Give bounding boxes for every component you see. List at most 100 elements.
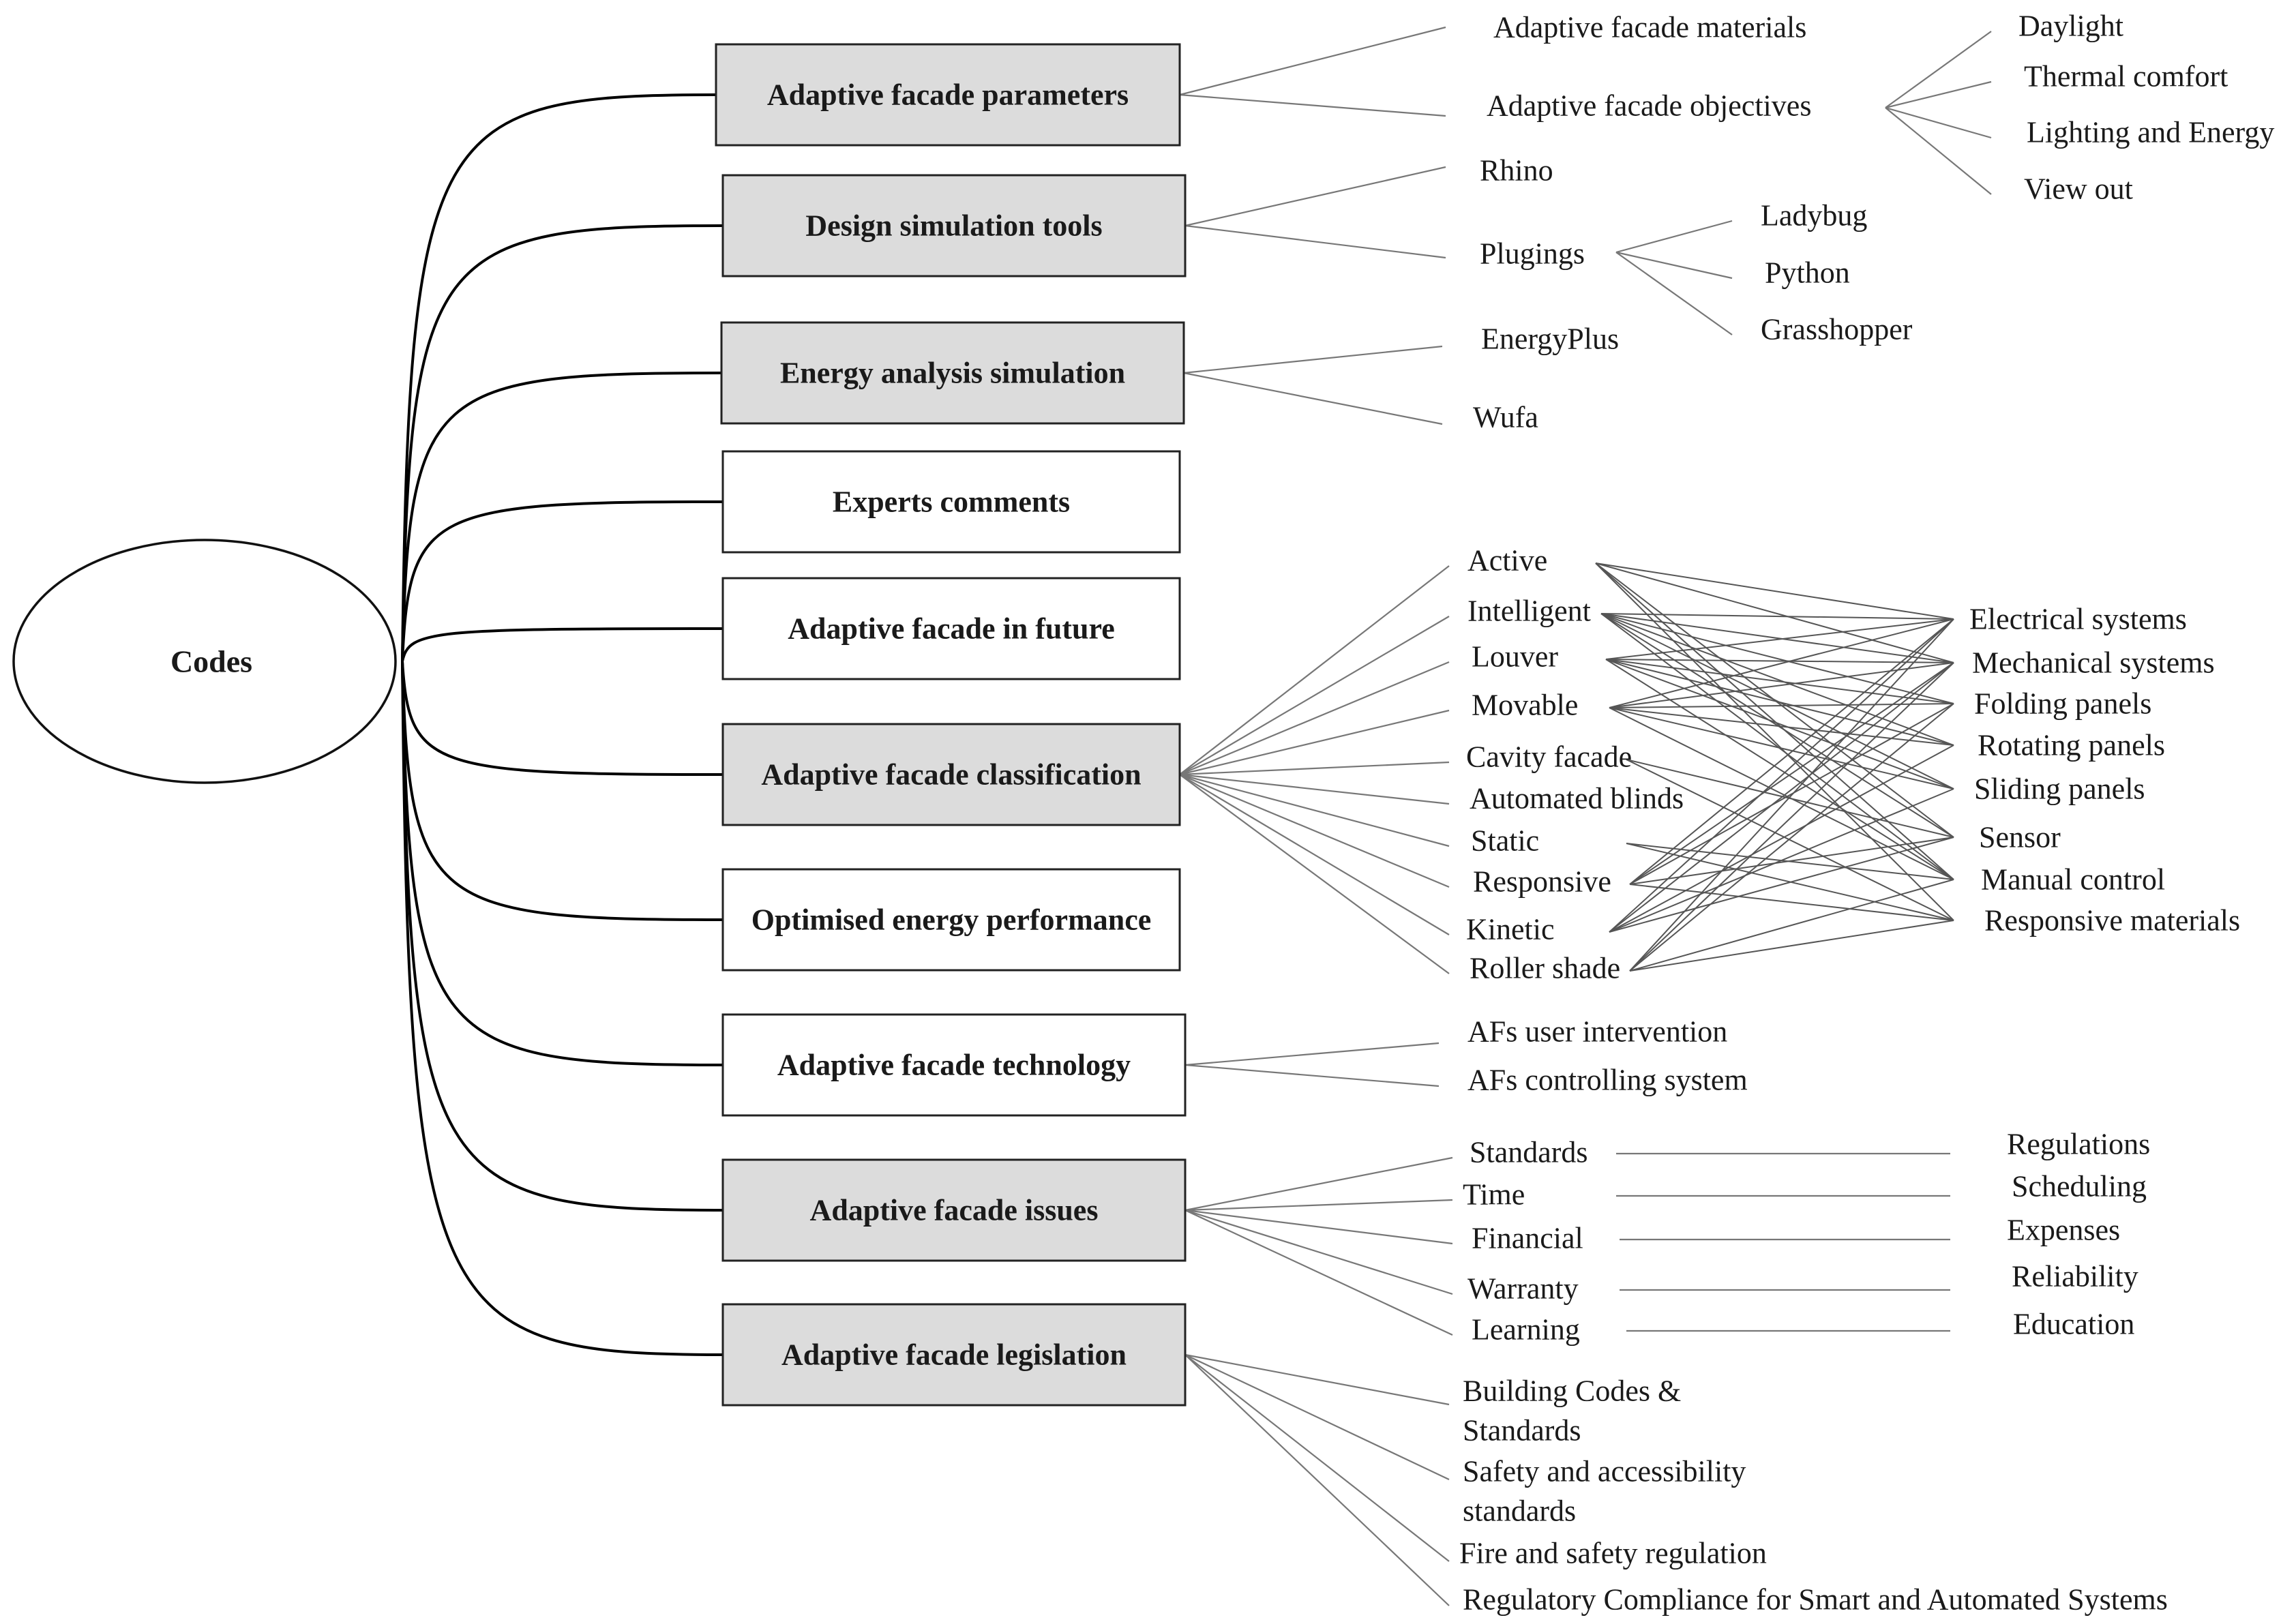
- connector-rhino: [1184, 166, 1446, 227]
- cross-link-louver-rotating-panels: [1605, 659, 1954, 746]
- connector-louver: [1179, 661, 1450, 776]
- branch-curve-adaptive-facade-parameters: [401, 93, 717, 662]
- branch-curve-adaptive-facade-issues: [401, 661, 724, 1212]
- connector-time: [1184, 1199, 1453, 1212]
- leaf-plugings: Plugings: [1480, 237, 1585, 271]
- root-branches: [401, 93, 724, 1356]
- connector-responsive: [1179, 773, 1450, 888]
- leaf-adaptive-facade-materials: Adaptive facade materials: [1493, 11, 1806, 44]
- pair-reliability: Reliability: [2012, 1260, 2138, 1293]
- mechanism-responsive-materials: Responsive materials: [1984, 904, 2240, 937]
- branch-curve-adaptive-facade-legislation: [401, 661, 724, 1356]
- connector-python: [1615, 251, 1733, 280]
- connector-view-out: [1885, 107, 1992, 195]
- category-label: Adaptive facade parameters: [767, 78, 1129, 112]
- branch-curve-adaptive-facade-classification: [401, 661, 724, 776]
- connector-financial: [1184, 1209, 1453, 1245]
- connector-adaptive-facade-materials: [1179, 26, 1446, 96]
- leaf-grasshopper: Grasshopper: [1761, 313, 1913, 346]
- cross-link-active-mechanical-systems: [1595, 562, 1954, 663]
- cross-link-responsive-mechanical-systems: [1629, 662, 1954, 885]
- cross-link-movable-rotating-panels: [1609, 707, 1954, 746]
- category-label: Adaptive facade in future: [788, 612, 1115, 646]
- connector-wufa: [1183, 372, 1443, 425]
- category-label: Optimised energy performance: [751, 903, 1152, 937]
- pair-scheduling: Scheduling: [2012, 1170, 2147, 1203]
- cross-link-kinetic-mechanical-systems: [1609, 662, 1954, 933]
- mechanism-folding-panels: Folding panels: [1974, 687, 2151, 721]
- leaf-financial: Financial: [1472, 1222, 1583, 1255]
- mechanism-mechanical-systems: Mechanical systems: [1972, 646, 2215, 680]
- connector-warranty: [1184, 1209, 1453, 1295]
- leaf-building-codes-standards-line2: Standards: [1463, 1414, 1581, 1447]
- pair-regulations: Regulations: [2007, 1128, 2150, 1161]
- leaf-intelligent: Intelligent: [1467, 595, 1591, 628]
- cross-link-intelligent-folding-panels: [1600, 613, 1954, 704]
- leaf-learning: Learning: [1472, 1313, 1580, 1347]
- cross-link-kinetic-electrical-systems: [1609, 618, 1954, 933]
- cross-link-active-manual-control: [1595, 562, 1954, 880]
- leaf-rhino: Rhino: [1480, 154, 1553, 187]
- leaf-automated-blinds: Automated blinds: [1470, 782, 1684, 815]
- leaf-louver: Louver: [1472, 640, 1558, 674]
- connector-building-codes-standards: [1184, 1353, 1450, 1406]
- branch-curve-adaptive-facade-in-future: [401, 627, 724, 662]
- cross-link-louver-manual-control: [1605, 659, 1954, 880]
- connector-lines: [1179, 26, 1992, 1606]
- connector-adaptive-facade-objectives: [1179, 93, 1446, 117]
- leaf-fire-and-safety-regulation: Fire and safety regulation: [1459, 1537, 1767, 1570]
- cross-link-louver-electrical-systems: [1605, 618, 1954, 660]
- root-node: [12, 539, 397, 784]
- leaf-daylight: Daylight: [2018, 10, 2123, 43]
- pair-expenses: Expenses: [2007, 1214, 2120, 1247]
- mechanism-manual-control: Manual control: [1981, 863, 2165, 897]
- category-label: Adaptive facade technology: [777, 1049, 1131, 1082]
- leaf-cavity-facade: Cavity facade: [1466, 740, 1632, 774]
- connector-movable: [1179, 709, 1450, 776]
- connector-safety-and-accessibility-standards: [1184, 1354, 1450, 1480]
- root-label: Codes: [170, 644, 252, 679]
- leaf-building-codes-standards: Building Codes &: [1463, 1375, 1681, 1408]
- cross-link-roller-shade-responsive-materials: [1629, 920, 1954, 972]
- leaf-kinetic: Kinetic: [1466, 913, 1555, 946]
- cross-link-intelligent-manual-control: [1600, 613, 1954, 880]
- pair-education: Education: [2013, 1308, 2134, 1341]
- cross-link-movable-sliding-panels: [1609, 707, 1954, 790]
- leaf-regulatory-compliance-for-smart-and-automated-systems: Regulatory Compliance for Smart and Auto…: [1463, 1583, 2168, 1617]
- cross-link-responsive-responsive-materials: [1629, 884, 1954, 921]
- branch-curve-optimised-energy-performance: [401, 661, 724, 921]
- leaf-static: Static: [1471, 824, 1539, 858]
- branch-curve-design-simulation-tools: [401, 224, 724, 662]
- leaf-safety-and-accessibility-standards-line2: standards: [1463, 1495, 1576, 1528]
- cross-link-cavity-facade-responsive-materials: [1626, 759, 1954, 921]
- connector-afs-user-intervention: [1184, 1042, 1440, 1066]
- cross-link-movable-electrical-systems: [1609, 618, 1954, 708]
- connector-intelligent: [1179, 616, 1450, 775]
- leaf-standards: Standards: [1470, 1136, 1588, 1169]
- leaf-afs-user-intervention: AFs user intervention: [1467, 1015, 1727, 1049]
- category-label: Adaptive facade issues: [810, 1194, 1099, 1227]
- leaf-python: Python: [1765, 256, 1850, 290]
- cross-link-louver-mechanical-systems: [1605, 659, 1954, 663]
- branch-curve-adaptive-facade-technology: [401, 661, 724, 1066]
- leaf-roller-shade: Roller shade: [1470, 952, 1620, 985]
- connector-learning: [1184, 1210, 1453, 1336]
- category-box-design-simulation-tools: [721, 174, 1187, 277]
- cross-link-active-electrical-systems: [1595, 562, 1954, 620]
- connector-standards: [1184, 1156, 1453, 1212]
- cross-link-intelligent-rotating-panels: [1600, 613, 1954, 746]
- category-box-adaptive-facade-issues: [721, 1158, 1187, 1262]
- leaf-safety-and-accessibility-standards: Safety and accessibility: [1463, 1455, 1746, 1488]
- leaf-movable: Movable: [1472, 689, 1578, 722]
- connector-fire-and-safety-regulation: [1184, 1354, 1450, 1562]
- category-box-adaptive-facade-in-future: [721, 577, 1181, 680]
- connector-ladybug: [1615, 220, 1733, 254]
- connector-energyplus: [1183, 345, 1443, 374]
- cross-link-roller-shade-mechanical-systems: [1629, 662, 1954, 972]
- leaf-energyplus: EnergyPlus: [1481, 322, 1619, 356]
- category-box-adaptive-facade-parameters: [715, 43, 1181, 147]
- cross-link-active-responsive-materials: [1595, 562, 1954, 921]
- leaf-warranty: Warranty: [1467, 1272, 1579, 1306]
